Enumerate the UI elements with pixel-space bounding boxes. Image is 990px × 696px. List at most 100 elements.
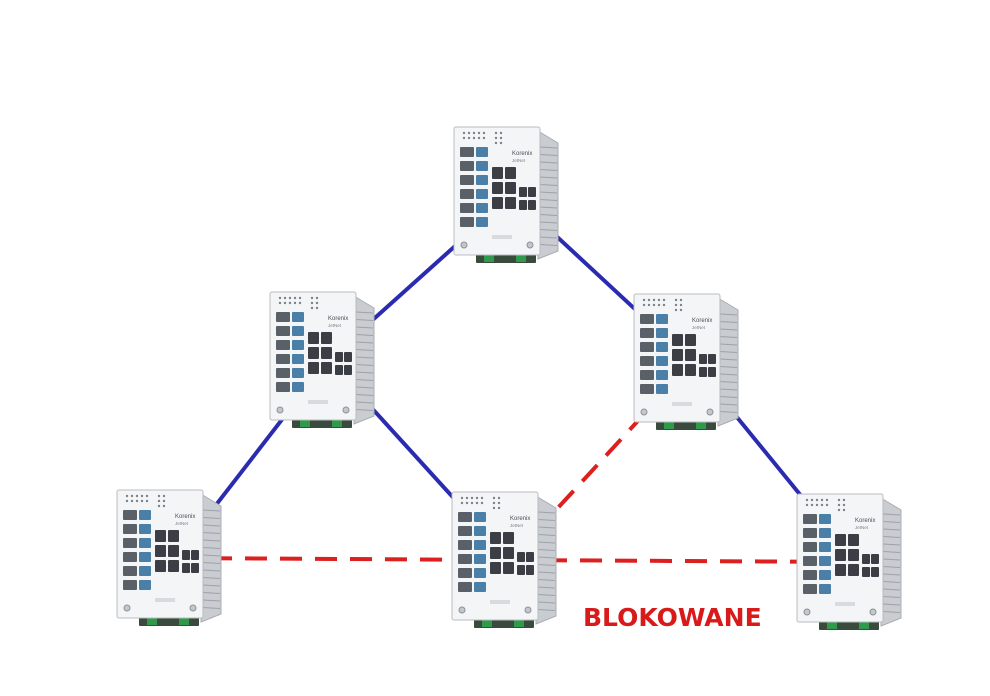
sfp-slot [292,354,304,364]
heatsink-fin [202,532,221,534]
status-led [462,131,466,135]
terminal-block [179,617,189,625]
status-led [497,506,501,510]
fiber-port [276,326,290,336]
heatsink-fin [355,311,374,314]
heatsink-fin [355,334,374,336]
fiber-port [460,203,474,213]
fiber-port [276,368,290,378]
heatsink-fin [882,566,901,568]
fiber-port [640,384,654,394]
heatsink-fin [202,607,221,609]
ethernet-port [528,200,536,210]
blocked-label: BLOKOWANE [583,603,762,632]
heatsink-fin [719,313,738,316]
ethernet-port [526,552,534,562]
ethernet-port [321,332,332,344]
ethernet-port [191,563,199,573]
status-led [135,494,139,498]
status-led [494,141,498,145]
label-strip [672,402,692,406]
heatsink-fin [539,184,558,186]
status-led [679,308,683,312]
heatsink-fin [719,411,738,413]
fiber-port [123,524,137,534]
status-led [475,501,479,505]
ethernet-port [505,167,516,179]
status-led [657,298,661,302]
switch-heatsink [353,295,375,425]
terminal-block [332,419,342,427]
status-led [288,301,292,305]
fiber-port [276,354,290,364]
status-led [492,506,496,510]
terminal-block [482,619,492,627]
fiber-port [123,538,137,548]
status-led [465,501,469,505]
sfp-slot [474,526,486,536]
ethernet-port [155,530,166,542]
heatsink-fin [355,409,374,411]
switches-layer: KorenixJetNetKorenixJetNetKorenixJetNetK… [116,126,902,630]
ethernet-port [519,187,527,197]
status-led [310,296,314,300]
sfp-slot [476,161,488,171]
sfp-slot [292,312,304,322]
sfp-slot [292,326,304,336]
status-led [162,504,166,508]
screw [706,408,714,416]
fiber-port [458,568,472,578]
status-led [310,306,314,310]
heatsink-fin [537,594,556,596]
status-led [315,296,319,300]
status-led [482,131,486,135]
heatsink-fin [537,526,556,529]
status-led [283,296,287,300]
ethernet-port [848,534,859,546]
status-led [825,503,829,507]
status-led [460,501,464,505]
switch-brand-label: Korenix [512,151,532,157]
switch-brand-label: Korenix [175,514,195,520]
fiber-port [458,540,472,550]
heatsink-fin [537,579,556,581]
switch-model-label: JetNet [510,523,524,528]
ethernet-port [503,547,514,559]
ethernet-port [492,167,503,179]
switch-brand-label: Korenix [328,316,348,322]
fiber-port [460,189,474,199]
heatsink-fin [882,558,901,561]
status-led [162,499,166,503]
sfp-slot [656,356,668,366]
ethernet-port [871,554,879,564]
terminal-block [300,419,310,427]
status-led [462,136,466,140]
sfp-slot [139,580,151,590]
heatsink-fin [882,513,901,516]
ethernet-port [871,567,879,577]
heatsink-fin [202,562,221,564]
heatsink-fin [719,366,738,368]
heatsink-fin [355,349,374,351]
sfp-slot [474,554,486,564]
ethernet-port [517,552,525,562]
sfp-slot [819,556,831,566]
switch-model-label: JetNet [512,158,526,163]
ethernet-port [191,550,199,560]
sfp-slot [474,582,486,592]
ethernet-port [155,560,166,572]
status-led [805,503,809,507]
ethernet-port [335,365,343,375]
heatsink-fin [355,356,374,359]
ethernet-port [344,352,352,362]
status-led [298,301,302,305]
ethernet-port [862,554,870,564]
heatsink-fin [537,541,556,544]
status-led [674,298,678,302]
screw [458,606,466,614]
heatsink-fin [539,214,558,216]
status-led [475,496,479,500]
